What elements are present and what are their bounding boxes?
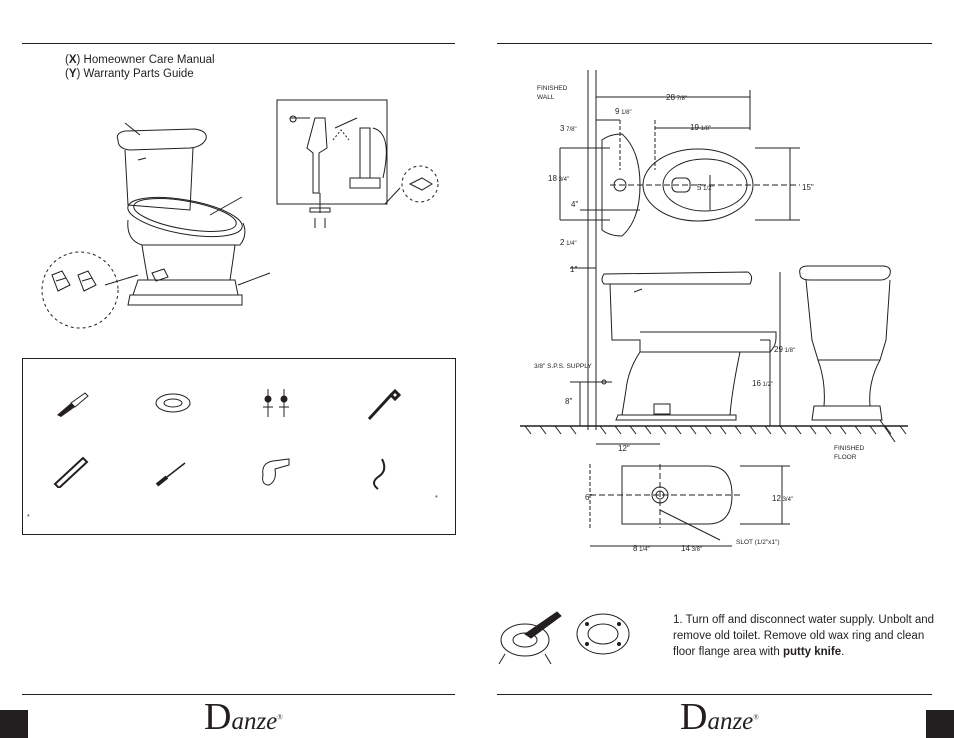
tools-needed-box: * * <box>22 358 456 535</box>
page-corner-right <box>926 710 954 738</box>
tank-internals-illustration <box>276 99 439 228</box>
dim-bottom-2: 2 1/4" <box>560 238 577 247</box>
dim-overall-depth: 28 7/8" <box>666 93 687 102</box>
manual-item-y: (Y) Warranty Parts Guide <box>65 68 194 80</box>
dim-base-front: 14 3/8" <box>681 544 702 553</box>
rough-in-dimension-drawing: FINISHED WALL 28 7/8" 9 1/8" 3 7/8" 19 1… <box>520 70 908 553</box>
putty-knife-icon <box>57 392 89 417</box>
dim-rough-in: 12" <box>618 444 630 453</box>
dim-height-total: 29 1/8" <box>774 345 795 354</box>
page-corner-left <box>0 710 28 738</box>
tools-footnote-asterisk-left: * <box>27 514 30 521</box>
step-1-instruction: 1. Turn off and disconnect water supply.… <box>673 614 935 658</box>
dim-side-4: 4" <box>571 200 578 209</box>
finished-wall-label-1: FINISHED <box>537 85 568 92</box>
finished-floor-label-1: FINISHED <box>834 445 865 452</box>
bottom-rule-left <box>22 694 455 695</box>
tools-footnote-asterisk-right: * <box>435 495 438 502</box>
level-tool-icon <box>53 456 89 488</box>
supply-label: 3/8" S.P.S. SUPPLY <box>534 363 592 370</box>
dim-overall-width: 18 3/4" <box>548 174 569 183</box>
danze-logo-right: Danze® <box>680 696 759 738</box>
flush-handle-icon <box>262 458 290 486</box>
dim-wall-to-flange: 9 1/8" <box>615 107 632 116</box>
dim-flange-side: 6" <box>585 493 592 502</box>
dim-tank-depth: 3 7/8" <box>560 124 577 133</box>
dim-seat-height: 16 1/2" <box>752 379 773 388</box>
bottom-rule-right <box>497 694 932 695</box>
dim-base-back: 8 1/4" <box>633 544 650 553</box>
dim-bowl-inner: 5 1/2" <box>697 183 714 192</box>
top-rule-right <box>497 43 932 44</box>
toilet-parts-illustration <box>41 122 271 329</box>
dim-bowl-width: 15" <box>802 183 814 192</box>
wax-ring-icon <box>155 393 191 413</box>
slot-label: SLOT (1/2"x1") <box>736 539 780 546</box>
adjustable-wrench-icon <box>367 388 402 421</box>
finished-wall-label-2: WALL <box>537 94 555 101</box>
manual-item-x: (X) Homeowner Care Manual <box>65 54 215 66</box>
danze-logo-left: Danze® <box>204 696 283 738</box>
finished-floor-label-2: FLOOR <box>834 454 857 461</box>
top-rule-left <box>22 43 455 44</box>
dim-one-inch: 1" <box>570 265 577 274</box>
dim-base-width: 12 3/4" <box>772 494 793 503</box>
dim-supply-height: 8" <box>565 397 572 406</box>
floor-bolts-icon <box>263 389 289 417</box>
dim-bowl-length: 19 1/8" <box>690 123 711 132</box>
floor-flange-illustration <box>498 611 630 665</box>
supply-line-icon <box>373 458 386 490</box>
screwdriver-icon <box>155 462 186 487</box>
